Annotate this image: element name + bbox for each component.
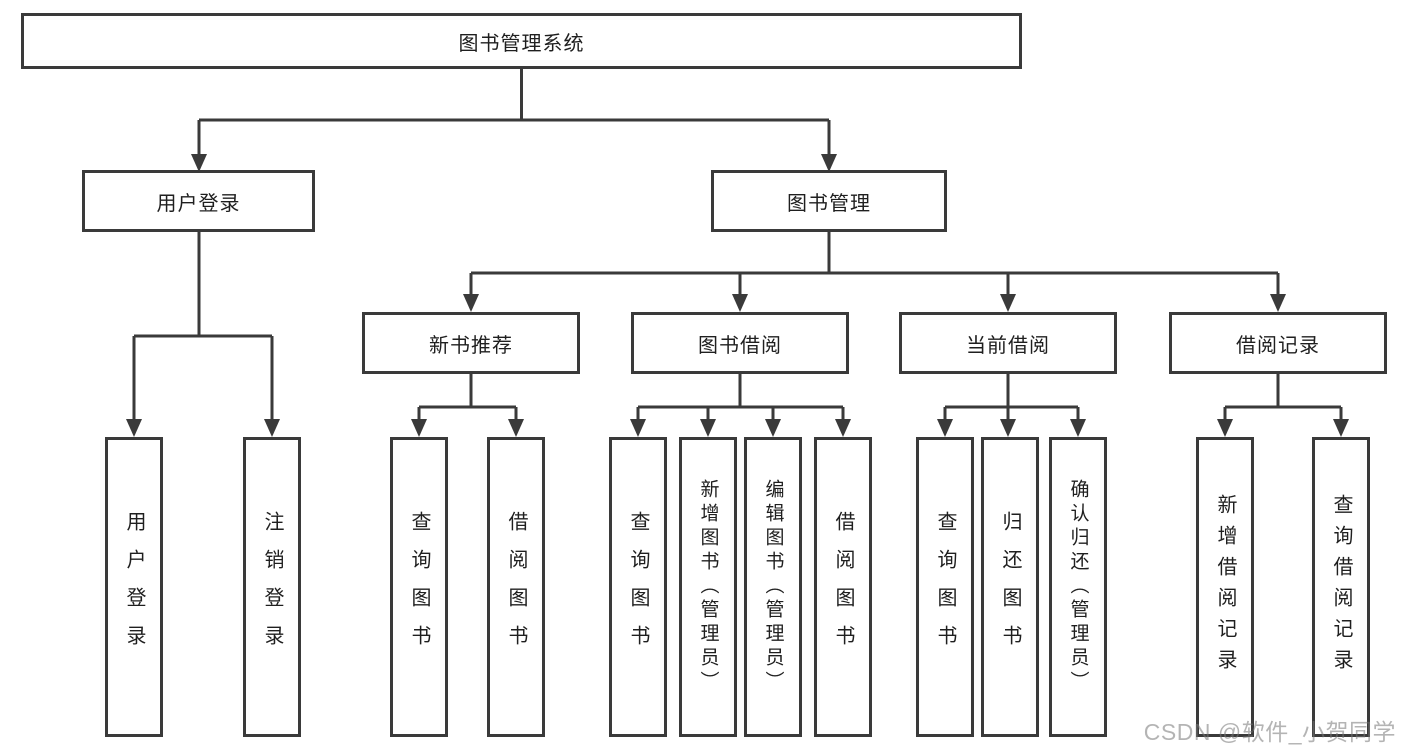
- leaf-label: 注销登录: [261, 511, 283, 663]
- leaf-query-borrow-record: 查询借阅记录: [1312, 437, 1370, 737]
- leaf-edit-books-admin: 编辑图书（管理员）: [744, 437, 802, 737]
- node-user-login: 用户登录: [82, 170, 315, 232]
- leaf-label: 查询图书: [627, 511, 649, 663]
- node-borrow-records: 借阅记录: [1169, 312, 1387, 374]
- leaf-user-login: 用户登录: [105, 437, 163, 737]
- node-label: 新书推荐: [429, 334, 513, 357]
- node-label: 用户登录: [156, 192, 241, 215]
- node-book-borrow: 图书借阅: [631, 312, 849, 374]
- leaf-label: 新增借阅记录: [1214, 494, 1236, 680]
- leaf-label: 查询图书: [934, 511, 956, 663]
- node-root-system: 图书管理系统: [21, 13, 1022, 69]
- node-label: 图书借阅: [698, 334, 782, 357]
- leaf-add-books-admin: 新增图书（管理员）: [679, 437, 737, 737]
- leaf-label: 确认归还（管理员）: [1067, 479, 1089, 695]
- leaf-label: 借阅图书: [505, 511, 527, 663]
- node-label: 当前借阅: [966, 334, 1050, 357]
- leaf-query-books: 查询图书: [390, 437, 448, 737]
- leaf-label: 归还图书: [999, 511, 1021, 663]
- leaf-borrow-books: 借阅图书: [814, 437, 872, 737]
- leaf-return-books: 归还图书: [981, 437, 1039, 737]
- leaf-label: 借阅图书: [832, 511, 854, 663]
- node-book-management: 图书管理: [711, 170, 947, 232]
- node-current-borrow: 当前借阅: [899, 312, 1117, 374]
- node-label: 图书管理系统: [458, 32, 585, 55]
- leaf-confirm-return-admin: 确认归还（管理员）: [1049, 437, 1107, 737]
- node-label: 借阅记录: [1236, 334, 1320, 357]
- leaf-label: 用户登录: [123, 511, 145, 663]
- leaf-add-borrow-record: 新增借阅记录: [1196, 437, 1254, 737]
- leaf-logout: 注销登录: [243, 437, 301, 737]
- leaf-label: 查询图书: [408, 511, 430, 663]
- leaf-borrow-books: 借阅图书: [487, 437, 545, 737]
- csdn-watermark: CSDN @软件_小贺同学: [1143, 719, 1396, 745]
- leaf-label: 查询借阅记录: [1330, 494, 1352, 680]
- node-new-book-recommend: 新书推荐: [362, 312, 580, 374]
- leaf-query-books: 查询图书: [916, 437, 974, 737]
- leaf-query-books: 查询图书: [609, 437, 667, 737]
- node-label: 图书管理: [787, 192, 871, 215]
- leaf-label: 编辑图书（管理员）: [762, 479, 784, 695]
- leaf-label: 新增图书（管理员）: [697, 479, 719, 695]
